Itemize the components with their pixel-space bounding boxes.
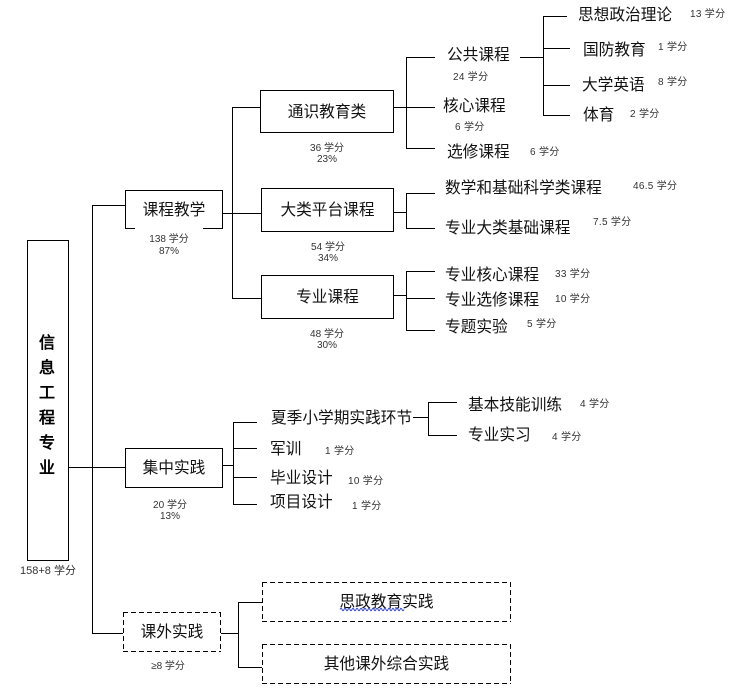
node-course-teaching-label: 课程教学 bbox=[142, 199, 206, 219]
root-node-label: 信息工程专业 bbox=[36, 334, 55, 484]
item-math-science-credits: 46.5 学分 bbox=[633, 181, 678, 192]
item-ideology-theory-credits: 13 学分 bbox=[690, 9, 726, 20]
item-project-design-label: 项目设计 bbox=[270, 492, 333, 511]
item-public-courses-credits: 24 学分 bbox=[453, 72, 489, 83]
node-general-education-label: 通识教育类 bbox=[287, 101, 367, 121]
item-elective-courses-label: 选修课程 bbox=[447, 142, 510, 161]
item-discipline-foundation-credits: 7.5 学分 bbox=[593, 217, 632, 228]
node-concentrated-practice: 集中实践 bbox=[125, 448, 223, 488]
node-major-courses-credits: 48 学分 bbox=[310, 329, 344, 340]
item-internship-label: 专业实习 bbox=[468, 425, 531, 444]
node-concentrated-practice-credits: 20 学分 bbox=[153, 500, 187, 511]
node-major-courses-label: 专业课程 bbox=[296, 287, 359, 306]
node-major-courses-percent: 30% bbox=[316, 340, 337, 351]
item-major-elective-label: 专业选修课程 bbox=[445, 290, 540, 309]
item-college-english-credits: 8 学分 bbox=[658, 77, 688, 88]
item-physical-education-credits: 2 学分 bbox=[630, 109, 660, 120]
item-special-experiment-credits: 5 学分 bbox=[527, 319, 557, 330]
item-project-design-credits: 1 学分 bbox=[352, 501, 382, 512]
node-concentrated-practice-stats: 20 学分 13% bbox=[130, 500, 210, 522]
item-national-defense-label: 国防教育 bbox=[583, 40, 646, 59]
item-core-courses-credits: 6 学分 bbox=[455, 122, 485, 133]
item-major-elective-credits: 10 学分 bbox=[555, 294, 591, 305]
node-general-education-percent: 23% bbox=[316, 154, 337, 165]
node-other-extracurricular-practice: 其他课外综合实践 bbox=[262, 644, 511, 684]
node-extracurricular-practice-label: 课外实践 bbox=[140, 622, 204, 641]
item-physical-education-label: 体育 bbox=[583, 105, 615, 124]
node-course-teaching-stats: 138 学分 87% bbox=[135, 228, 203, 258]
item-college-english-label: 大学英语 bbox=[582, 75, 645, 94]
item-graduation-design-label: 毕业设计 bbox=[270, 468, 333, 487]
root-total-credits: 158+8 学分 bbox=[20, 565, 76, 577]
item-major-core-credits: 33 学分 bbox=[555, 269, 591, 280]
item-national-defense-credits: 1 学分 bbox=[658, 42, 688, 53]
connector-group bbox=[68, 16, 570, 668]
node-other-extracurricular-practice-label: 其他课外综合实践 bbox=[323, 654, 450, 673]
node-extracurricular-practice: 课外实践 bbox=[123, 612, 221, 652]
item-internship-credits: 4 学分 bbox=[552, 432, 582, 443]
item-core-courses-label: 核心课程 bbox=[443, 96, 506, 115]
node-major-courses: 专业课程 bbox=[261, 275, 394, 319]
item-elective-courses-credits: 6 学分 bbox=[530, 147, 560, 158]
node-ideological-education-practice: 思政教育实践 bbox=[262, 582, 511, 622]
node-platform-courses-label: 大类平台课程 bbox=[280, 200, 375, 219]
item-military-training-credits: 1 学分 bbox=[325, 446, 355, 457]
item-basic-skills-label: 基本技能训练 bbox=[468, 395, 563, 414]
node-platform-courses-credits: 54 学分 bbox=[311, 242, 345, 253]
node-ideological-education-practice-label: 思政教育实践 bbox=[339, 592, 434, 611]
node-platform-courses-stats: 54 学分 34% bbox=[288, 242, 368, 264]
item-ideology-theory-label: 思想政治理论 bbox=[578, 5, 673, 24]
item-special-experiment-label: 专题实验 bbox=[445, 317, 508, 336]
node-general-education-credits: 36 学分 bbox=[310, 143, 344, 154]
item-major-core-label: 专业核心课程 bbox=[445, 265, 540, 284]
node-major-courses-stats: 48 学分 30% bbox=[287, 329, 367, 351]
root-node: 信息工程专业 bbox=[27, 240, 69, 561]
node-course-teaching-percent: 87% bbox=[158, 246, 179, 257]
node-general-education-stats: 36 学分 23% bbox=[287, 143, 367, 165]
node-concentrated-practice-label: 集中实践 bbox=[142, 458, 206, 477]
item-basic-skills-credits: 4 学分 bbox=[580, 399, 610, 410]
node-course-teaching-credits: 138 学分 bbox=[149, 234, 189, 245]
node-platform-courses-percent: 34% bbox=[317, 253, 338, 264]
item-math-science-label: 数学和基础科学类课程 bbox=[445, 178, 602, 197]
node-platform-courses: 大类平台课程 bbox=[261, 188, 394, 232]
node-course-teaching: 课程教学 bbox=[125, 190, 223, 229]
node-concentrated-practice-percent: 13% bbox=[159, 511, 180, 522]
item-discipline-foundation-label: 专业大类基础课程 bbox=[445, 218, 571, 237]
item-military-training-label: 军训 bbox=[270, 439, 302, 458]
item-graduation-design-credits: 10 学分 bbox=[348, 476, 384, 487]
item-summer-term-label: 夏季小学期实践环节 bbox=[271, 408, 413, 427]
item-public-courses-label: 公共课程 bbox=[447, 45, 510, 64]
node-general-education: 通识教育类 bbox=[260, 90, 394, 133]
node-extracurricular-practice-credits: ≥8 学分 bbox=[151, 661, 185, 672]
